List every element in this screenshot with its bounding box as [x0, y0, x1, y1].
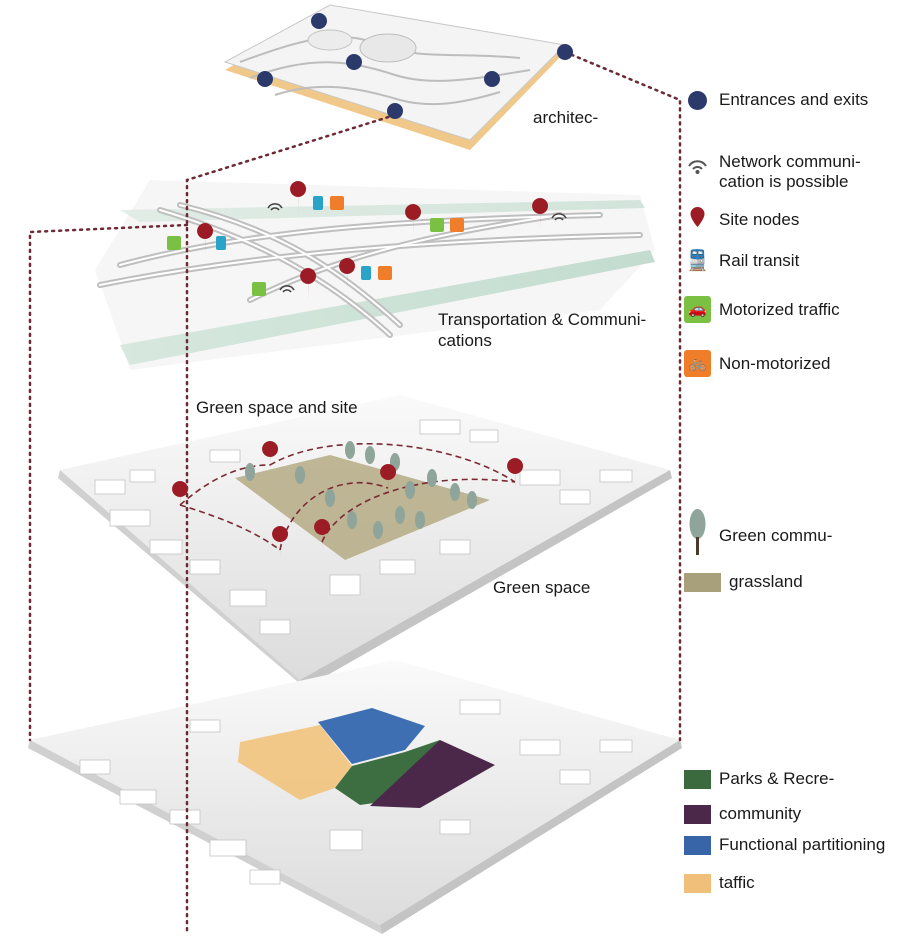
green-space-label: Green space — [493, 578, 591, 597]
legend-motorized-label: Motorized traffic — [719, 299, 840, 319]
legend-parks-label: Parks & Recre- — [719, 769, 835, 788]
map-pin-icon — [684, 205, 711, 234]
legend-network-label-line2: cation is possible — [719, 172, 849, 191]
connector-lines — [28, 50, 682, 934]
grassland-swatch — [684, 572, 721, 592]
legend-non-motorized-label: Non-motorized — [719, 353, 831, 373]
legend-traffic-label: taffic — [719, 873, 755, 892]
transport-markers — [167, 181, 567, 301]
legend-site-nodes: Site nodes — [684, 205, 799, 234]
legend-functional: Functional partitioning — [684, 835, 885, 855]
traffic-swatch — [684, 873, 711, 893]
wifi-icon — [684, 152, 711, 184]
parks-zone — [335, 740, 440, 805]
entrance-dot-icon — [688, 90, 707, 110]
train-icon: 🚆 — [685, 248, 710, 272]
legend-network-label-line1: Network communi- — [719, 152, 861, 171]
legend-rail: 🚆 Rail transit — [684, 247, 799, 274]
legend-community-label: community — [719, 804, 802, 823]
transport-layer — [95, 180, 655, 370]
bicycle-icon: 🚲 — [684, 350, 711, 377]
functional-layer — [28, 660, 682, 934]
legend-entrances-label: Entrances and exits — [719, 90, 869, 109]
entrance-markers — [257, 13, 573, 119]
parks-swatch — [684, 769, 711, 789]
legend-entrances: Entrances and exits — [684, 90, 868, 110]
transport-label-line2: cations — [438, 331, 492, 350]
legend-functional-label: Functional partitioning — [719, 835, 886, 854]
functional-swatch — [684, 835, 711, 855]
legend-motorized: 🚗 Motorized traffic — [684, 296, 840, 323]
legend-grassland-label: grassland — [729, 572, 803, 591]
legend-grassland: grassland — [684, 572, 803, 592]
tree-icon — [684, 508, 711, 563]
transport-label-line1: Transportation & Communi- — [438, 310, 647, 329]
architecture-label: architec- — [533, 108, 599, 127]
traffic-zone — [238, 725, 352, 800]
legend-non-motorized: 🚲 Non-motorized — [684, 350, 831, 377]
legend-parks: Parks & Recre- — [684, 769, 834, 789]
legend-site-nodes-label: Site nodes — [719, 209, 800, 229]
legend-traffic: taffic — [684, 873, 755, 893]
legend-community: community — [684, 804, 801, 824]
community-zone — [370, 740, 495, 808]
community-swatch — [684, 804, 711, 824]
functional-zone — [318, 708, 425, 764]
green-space-layer — [58, 395, 672, 688]
car-icon: 🚗 — [684, 296, 711, 323]
legend-rail-label: Rail transit — [719, 250, 800, 270]
architecture-layer — [223, 4, 567, 150]
green-space-site-label: Green space and site — [196, 398, 358, 417]
river-band — [120, 250, 655, 365]
legend-network: Network communi- cation is possible — [684, 152, 861, 192]
legend-green-commu: Green commu- — [684, 508, 832, 563]
legend-green-commu-label: Green commu- — [719, 525, 833, 545]
green-markers — [172, 441, 524, 559]
